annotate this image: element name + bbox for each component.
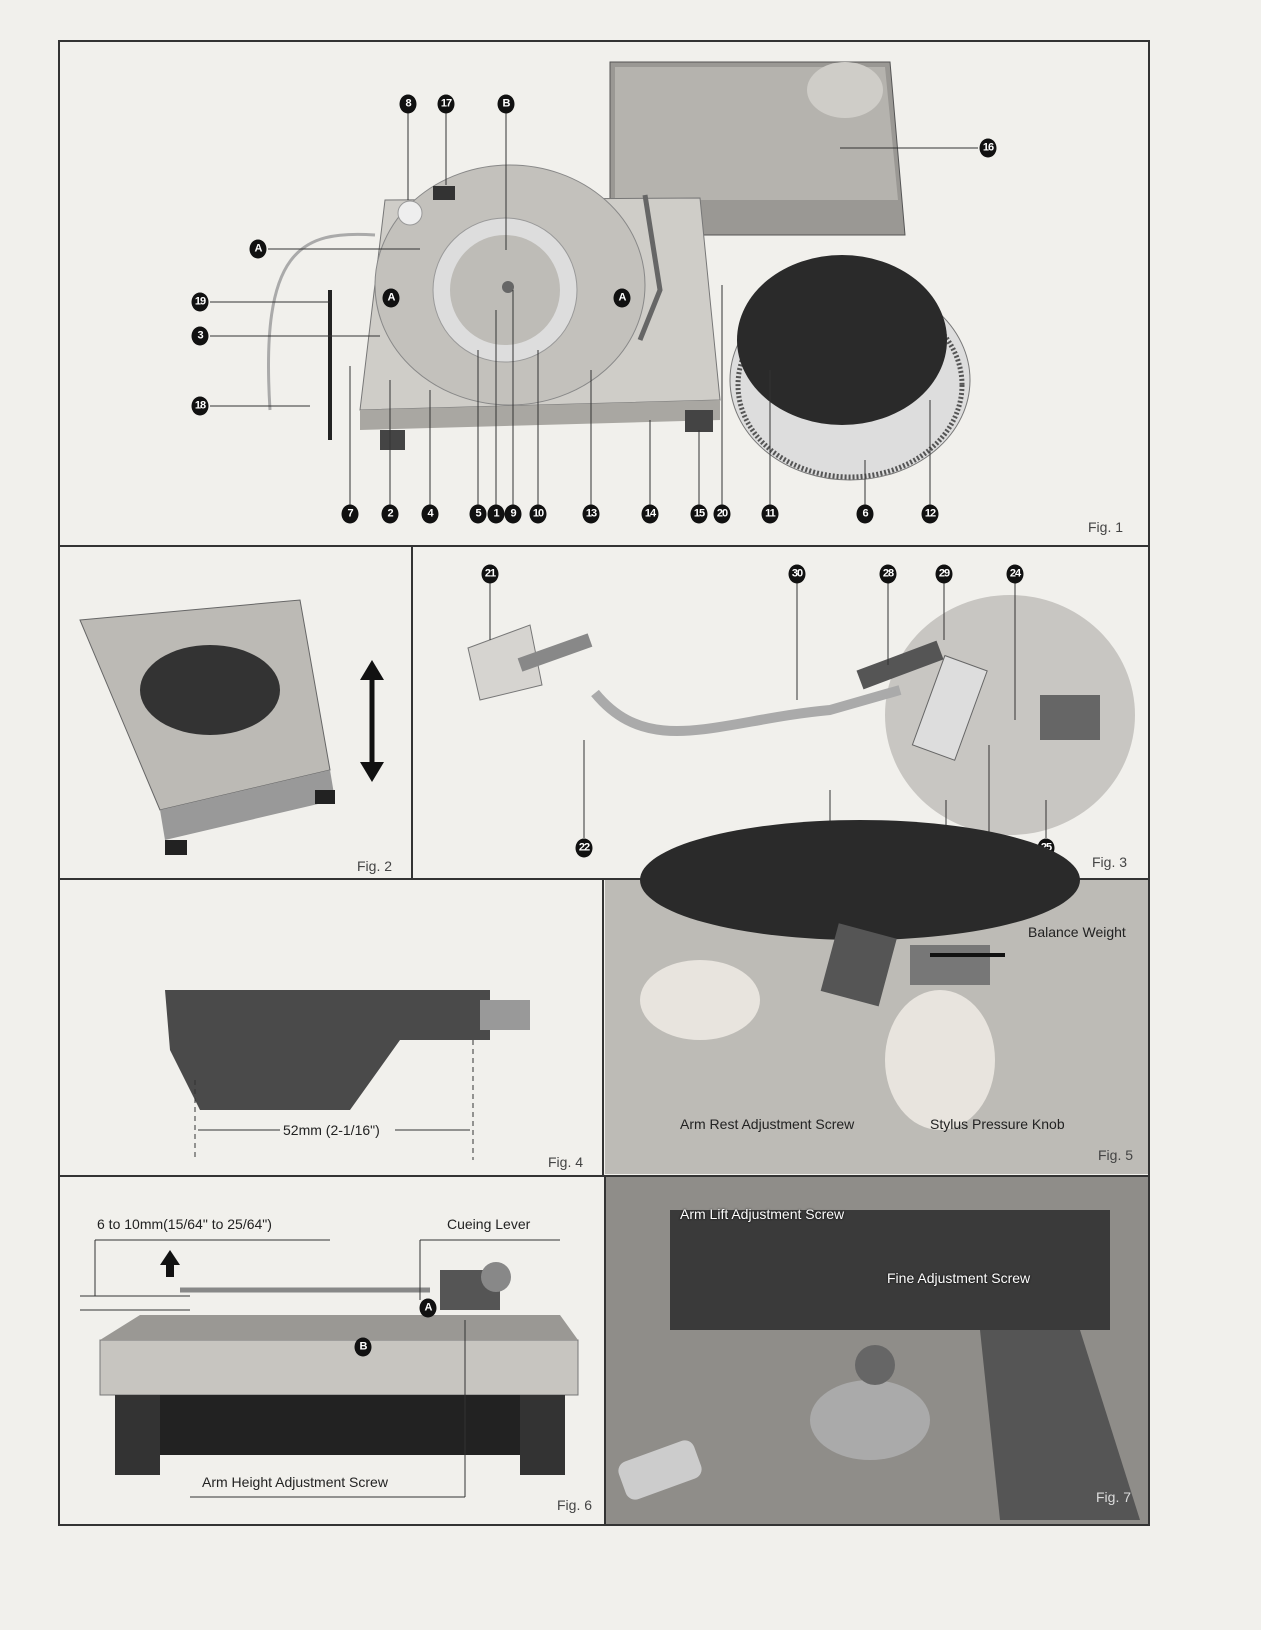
fig4-dimension-label: 52mm (2-1/16") [283,1122,380,1138]
callout-B: B [354,1337,372,1357]
cueing-lever-label: Cueing Lever [447,1216,531,1232]
callout-22: 22 [575,838,593,858]
callout-20: 20 [713,504,731,524]
callout-8: 8 [399,94,417,114]
divider [602,878,604,1175]
fig2-caption: Fig. 2 [357,858,393,874]
callout-7: 7 [341,504,359,524]
arm-rest-adjustment-screw-label: Arm Rest Adjustment Screw [680,1116,855,1132]
fig7-caption: Fig. 7 [1096,1489,1132,1505]
callout-16: 16 [979,138,997,158]
callout-A: A [382,288,400,308]
callout-28: 28 [879,564,897,584]
callout-17: 17 [437,94,455,114]
callout-10: 10 [529,504,547,524]
fig5-caption: Fig. 5 [1098,1147,1134,1163]
fig3-caption: Fig. 3 [1092,854,1128,870]
callout-14: 14 [641,504,659,524]
divider [411,545,413,878]
stylus-pressure-knob-label: Stylus Pressure Knob [930,1116,1065,1132]
callout-13: 13 [582,504,600,524]
callout-B: B [497,94,515,114]
fine-adjustment-screw-label: Fine Adjustment Screw [887,1270,1031,1286]
callout-3: 3 [191,326,209,346]
divider [58,545,1150,547]
callout-9: 9 [504,504,522,524]
callout-6: 6 [856,504,874,524]
divider [604,1175,606,1526]
arm-height-adjustment-screw-label: Arm Height Adjustment Screw [202,1474,388,1490]
fig1-caption: Fig. 1 [1088,519,1124,535]
callout-12: 12 [921,504,939,524]
callout-A: A [613,288,631,308]
callout-18: 18 [191,396,209,416]
fig6-caption: Fig. 6 [557,1497,593,1513]
balance-weight-label: Balance Weight [1028,924,1126,940]
fig4-caption: Fig. 4 [548,1154,584,1170]
callout-A: A [419,1298,437,1318]
arm-height-range-label: 6 to 10mm(15/64" to 25/64") [97,1216,272,1232]
callout-5: 5 [469,504,487,524]
callout-11: 11 [761,504,779,524]
callout-24: 24 [1006,564,1024,584]
divider [58,878,1150,880]
callout-2: 2 [381,504,399,524]
callout-4: 4 [421,504,439,524]
callout-29: 29 [935,564,953,584]
callout-21: 21 [481,564,499,584]
arm-lift-adjustment-screw-label: Arm Lift Adjustment Screw [680,1206,845,1222]
callout-A: A [249,239,267,259]
callout-19: 19 [191,292,209,312]
callout-1: 1 [487,504,505,524]
callout-15: 15 [690,504,708,524]
callout-30: 30 [788,564,806,584]
